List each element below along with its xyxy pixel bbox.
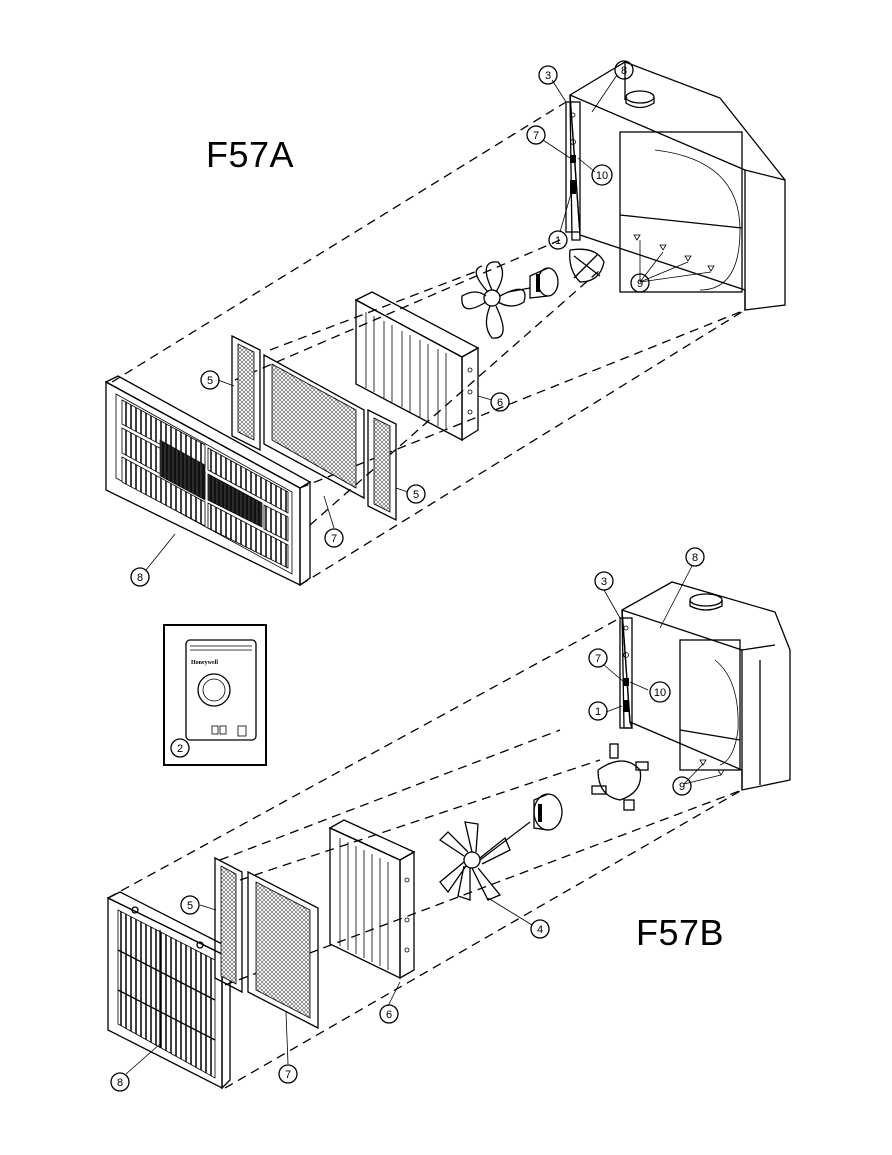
thermostat-brand-logo: Honeywell — [191, 660, 218, 666]
svg-text:3: 3 — [601, 576, 607, 588]
svg-text:10: 10 — [654, 687, 666, 699]
callout-5: 5 — [200, 370, 220, 390]
callout-8: 8 — [685, 547, 705, 567]
callout-10: 10 — [649, 681, 671, 703]
f57a-callouts: 3 8 7 10 1 9 5 6 5 7 8 — [130, 60, 650, 587]
f57a-leaders — [145, 74, 712, 571]
svg-text:4: 4 — [537, 924, 543, 936]
callout-10: 10 — [591, 164, 613, 186]
svg-text:8: 8 — [137, 572, 143, 584]
f57b-projection-lines — [107, 617, 743, 1089]
f57a-assembly: 3 8 7 10 1 9 5 6 5 7 8 — [104, 60, 786, 587]
callout-9: 9 — [630, 273, 650, 293]
callout-7: 7 — [278, 1064, 298, 1084]
svg-text:1: 1 — [555, 235, 561, 247]
callout-8: 8 — [614, 60, 634, 80]
callout-7: 7 — [588, 648, 608, 668]
f57a-front-grille — [104, 375, 312, 587]
f57b-leaders — [125, 565, 722, 1075]
svg-text:6: 6 — [386, 1009, 392, 1021]
f57b-side-filter — [214, 856, 243, 994]
callout-2: 2 — [170, 738, 190, 758]
callout-5: 5 — [406, 484, 426, 504]
svg-text:9: 9 — [679, 781, 685, 793]
callout-7: 7 — [324, 528, 344, 548]
svg-text:10: 10 — [596, 170, 608, 182]
f57a-main-filter — [263, 353, 365, 500]
svg-text:6: 6 — [497, 397, 503, 409]
f57b-motor — [479, 793, 563, 861]
f57b-assembly: 3 8 7 10 1 9 5 4 6 7 8 — [106, 547, 791, 1092]
f57b-callouts: 3 8 7 10 1 9 5 4 6 7 8 — [110, 547, 705, 1092]
callout-6: 6 — [379, 1004, 399, 1024]
callout-8: 8 — [130, 567, 150, 587]
svg-text:9: 9 — [637, 278, 643, 290]
svg-text:3: 3 — [545, 70, 551, 82]
f57a-fan-blade — [461, 261, 526, 339]
svg-text:5: 5 — [187, 900, 193, 912]
f57b-main-filter — [247, 870, 319, 1030]
f57a-projection-lines — [111, 101, 746, 586]
model-title-f57a: F57A — [206, 134, 295, 175]
f57b-front-grille — [106, 891, 232, 1090]
svg-text:8: 8 — [117, 1077, 123, 1089]
f57a-wall-can — [565, 61, 786, 311]
callout-1: 1 — [588, 701, 608, 721]
callout-3: 3 — [538, 65, 558, 85]
callout-1: 1 — [548, 230, 568, 250]
f57a-motor-bracket — [569, 248, 605, 283]
thermostat-inset: Honeywell 2 — [163, 624, 267, 766]
svg-text:5: 5 — [413, 489, 419, 501]
f57b-fan-blade — [438, 821, 511, 901]
f57a-heating-element — [354, 291, 480, 442]
svg-text:7: 7 — [285, 1069, 291, 1081]
f57b-motor-bracket — [591, 743, 649, 811]
svg-text:7: 7 — [331, 533, 337, 545]
model-title-f57b: F57B — [636, 912, 725, 953]
f57a-tabs — [633, 234, 715, 272]
svg-text:2: 2 — [177, 743, 183, 755]
callout-3: 3 — [594, 571, 614, 591]
callout-8: 8 — [110, 1072, 130, 1092]
svg-text:1: 1 — [595, 706, 601, 718]
f57b-wall-can — [619, 581, 791, 791]
svg-text:8: 8 — [621, 65, 627, 77]
svg-text:7: 7 — [595, 653, 601, 665]
svg-text:5: 5 — [207, 375, 213, 387]
f57a-side-filter-left — [231, 334, 261, 452]
callout-4: 4 — [530, 919, 550, 939]
f57a-motor — [507, 267, 559, 299]
callout-9: 9 — [672, 776, 692, 796]
svg-text:7: 7 — [533, 130, 539, 142]
callout-6: 6 — [490, 392, 510, 412]
f57b-heating-element — [328, 819, 416, 980]
thermostat: Honeywell — [185, 639, 257, 741]
callout-5: 5 — [180, 895, 200, 915]
callout-7: 7 — [526, 125, 546, 145]
f57a-side-filter-right — [367, 408, 397, 522]
svg-text:8: 8 — [692, 552, 698, 564]
